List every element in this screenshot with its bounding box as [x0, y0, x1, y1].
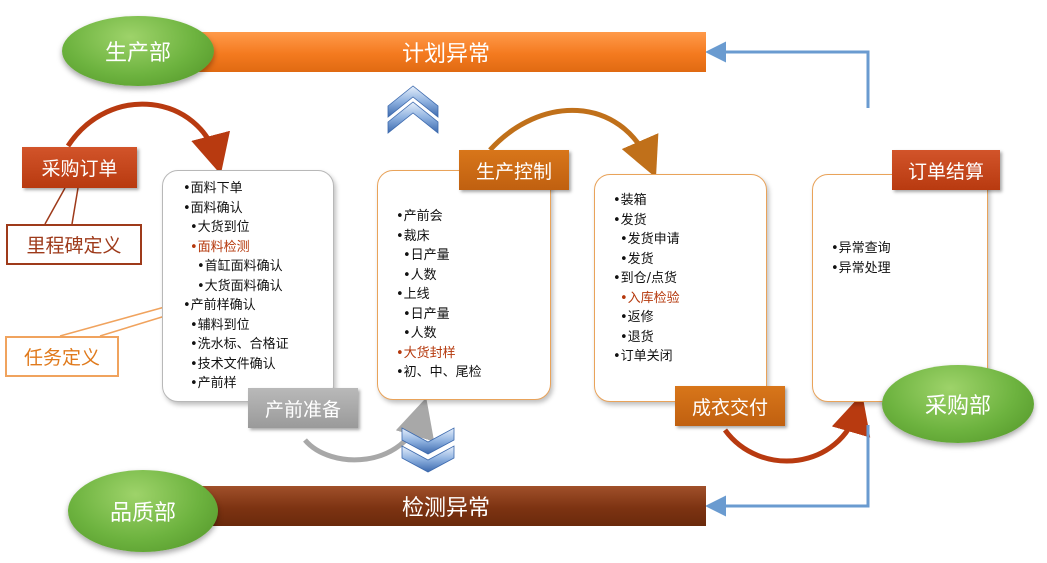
- delivery-list-item: •发货: [620, 251, 654, 267]
- delivery-task-list: •装箱 •发货 •发货申请 •发货 •到仓/点货 •入库检验 •返修 •退货 •订单关闭: [613, 191, 680, 367]
- milestone-definition-callout: 里程碑定义: [6, 224, 142, 265]
- settlement-list-item: •异常处理: [831, 260, 891, 276]
- control-list-item: •日产量: [403, 306, 450, 322]
- delivery-list-item: •入库检验: [620, 290, 680, 306]
- task-definition-callout: 任务定义: [5, 336, 119, 377]
- preproduction-prep-tag: 产前准备: [248, 388, 358, 428]
- settlement-task-list: •异常查询 •异常处理: [831, 239, 891, 278]
- prep-task-list: •面料下单 •面料确认 •大货到位 •面料检测 •首缸面料确认 •大货面料确认 •产前样确认…: [183, 179, 289, 394]
- purchase-order-tag: 采购订单: [22, 147, 137, 188]
- prep-list-item: •产前样确认: [183, 298, 256, 313]
- delivery-list-item: •退货: [620, 329, 654, 345]
- delivery-list-item: •到仓/点货: [613, 271, 678, 286]
- prep-box: •面料下单 •面料确认 •大货到位 •面料检测 •首缸面料确认 •大货面料确认 •产前样确认…: [162, 170, 334, 402]
- flow-arrow-prep-to-control: [303, 397, 435, 463]
- prep-list-item: •面料确认: [183, 200, 243, 216]
- flow-arrow-delivery-to-purchasing: [722, 393, 871, 464]
- prep-list-item: •面料检测: [190, 239, 250, 255]
- prep-list-item: •首缸面料确认: [197, 259, 283, 274]
- plan-exception-bar: 计划异常: [186, 32, 706, 72]
- callout-line-milestone: [44, 187, 79, 225]
- control-task-list: •产前会 •裁床 •日产量 •人数 •上线 •日产量 •人数 •大货封样 •初、中、尾检: [396, 207, 482, 383]
- inspection-exception-label: 检测异常: [401, 496, 490, 521]
- control-list-item: •日产量: [403, 248, 450, 263]
- flow-arrow-order-to-prep: [65, 101, 230, 175]
- control-list-item: •上线: [396, 287, 430, 302]
- prep-list-item: •大货到位: [190, 220, 250, 235]
- control-list-item: •裁床: [396, 228, 430, 244]
- purchasing-dept-node: 采购部: [882, 365, 1034, 443]
- feedback-arrow-to-inspection: [705, 425, 870, 517]
- control-list-item: •产前会: [396, 209, 443, 224]
- prep-list-item: •产前样: [190, 376, 237, 391]
- delivery-list-item: •发货: [613, 212, 647, 228]
- delivery-list-item: •返修: [620, 310, 654, 325]
- delivery-list-item: •装箱: [613, 193, 647, 208]
- prep-list-item: •洗水标、合格证: [190, 337, 289, 352]
- settlement-list-item: •异常查询: [831, 241, 891, 256]
- delivery-box: •装箱 •发货 •发货申请 •发货 •到仓/点货 •入库检验 •返修 •退货 •订单关闭: [594, 174, 767, 402]
- callout-line-task: [59, 304, 176, 337]
- control-list-item: •大货封样: [396, 345, 456, 361]
- flow-arrow-control-to-delivery: [488, 108, 659, 178]
- control-box: •产前会 •裁床 •日产量 •人数 •上线 •日产量 •人数 •大货封样 •初、中、尾检: [377, 170, 551, 400]
- chevron-up-icon: [387, 85, 439, 134]
- order-settlement-tag: 订单结算: [892, 150, 1000, 190]
- garment-delivery-tag: 成衣交付: [675, 386, 785, 426]
- plan-exception-label: 计划异常: [401, 42, 490, 67]
- chevron-down-icon: [401, 427, 455, 473]
- quality-dept-node: 品质部: [68, 470, 218, 552]
- prep-list-item: •大货面料确认: [197, 278, 283, 294]
- production-dept-node: 生产部: [62, 16, 214, 86]
- control-list-item: •人数: [403, 326, 437, 341]
- control-list-item: •初、中、尾检: [396, 365, 482, 380]
- inspection-exception-bar: 检测异常: [186, 486, 706, 526]
- delivery-list-item: •订单关闭: [613, 349, 673, 364]
- prep-list-item: •辅料到位: [190, 317, 250, 333]
- prep-list-item: •技术文件确认: [190, 356, 276, 372]
- production-control-tag: 生产控制: [459, 150, 569, 190]
- delivery-list-item: •发货申请: [620, 232, 680, 247]
- prep-list-item: •面料下单: [183, 181, 243, 196]
- control-list-item: •人数: [403, 267, 437, 283]
- feedback-arrow-to-plan: [705, 41, 870, 108]
